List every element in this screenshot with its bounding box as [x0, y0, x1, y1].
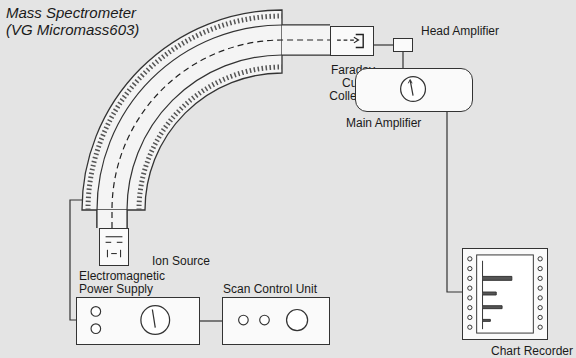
node-label: Head Amplifier	[421, 25, 499, 38]
node-label: Ion Source	[152, 255, 210, 268]
scan-control-unit: Scan Control Unit	[222, 297, 330, 345]
chart-recorder: Chart Recorder	[462, 248, 548, 340]
signal-wire	[402, 52, 403, 68]
chart-recorder-symbol	[463, 249, 547, 339]
signal-wire	[200, 320, 222, 321]
power-supply: Electromagnetic Power Supply	[76, 297, 200, 345]
head-amplifier: Head Amplifier	[393, 38, 413, 52]
scan-control-unit-symbol	[223, 298, 329, 344]
ion-source-symbol	[100, 229, 128, 265]
power-supply-symbol	[77, 298, 199, 344]
faraday-cup-symbol	[331, 27, 373, 55]
node-label: Electromagnetic Power Supply	[79, 270, 183, 296]
node-label: Scan Control Unit	[223, 283, 317, 296]
main-amplifier: Main Amplifier	[355, 68, 473, 112]
node-label: Main Amplifier	[346, 117, 421, 130]
node-label: Chart Recorder	[491, 345, 573, 358]
diagram-title: Mass Spectrometer (VG Micromass603)	[6, 4, 156, 38]
ion-source: Ion Source	[99, 228, 129, 266]
faraday-cup: Faraday Cup Collector	[330, 26, 374, 56]
signal-wire	[447, 112, 462, 292]
signal-wire	[374, 44, 393, 45]
main-amplifier-symbol	[356, 69, 472, 111]
